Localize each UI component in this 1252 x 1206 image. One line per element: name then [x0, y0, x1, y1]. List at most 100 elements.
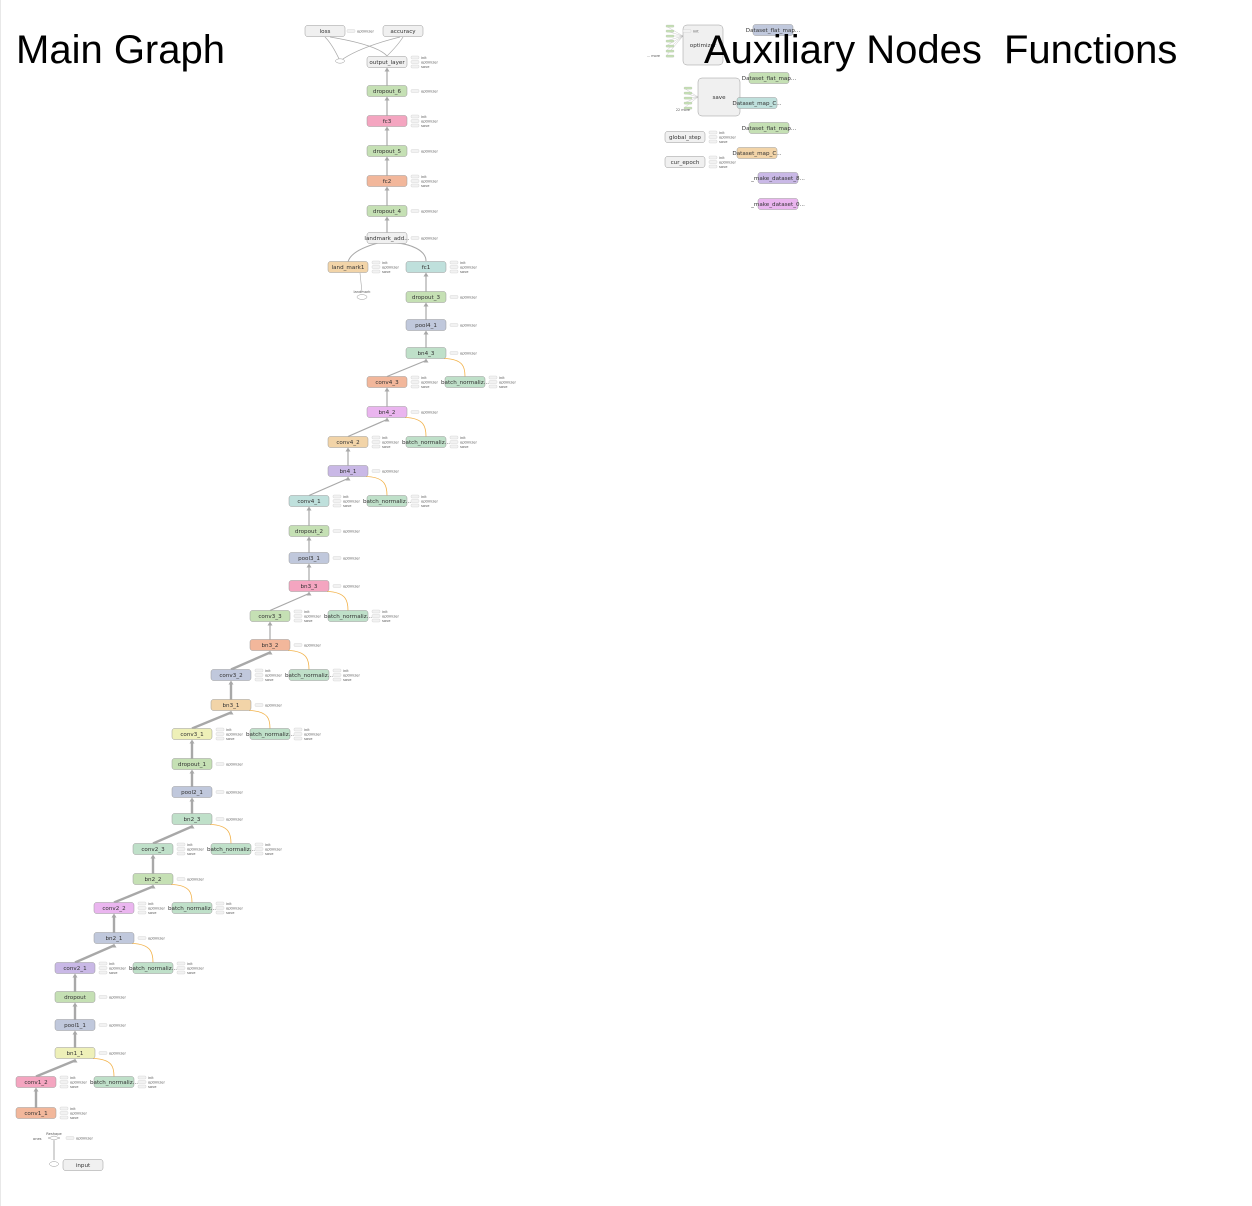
node-batch-norm-box[interactable] — [171, 902, 213, 914]
node-conv4-2-box[interactable] — [327, 436, 369, 448]
node-dropout-2-box[interactable] — [288, 525, 330, 537]
node-fn2[interactable]: Dataset_map_C... — [732, 97, 782, 109]
node-conv3-3[interactable]: conv3_3 — [249, 610, 291, 622]
node-dropout-5[interactable]: dropout_5 — [366, 145, 408, 157]
node-fc3[interactable]: fc3 — [366, 115, 408, 127]
node-bn2-1[interactable]: bn2_1 — [93, 932, 135, 944]
node-fn2-box[interactable] — [736, 97, 778, 109]
node-conv1-2[interactable]: conv1_2 — [15, 1076, 57, 1088]
node-dropout-6-box[interactable] — [366, 85, 408, 97]
node-dropout-3[interactable]: dropout_3 — [405, 291, 447, 303]
node-conv4-1-box[interactable] — [288, 495, 330, 507]
node-fn7-box[interactable] — [757, 198, 799, 210]
node-conv2-3[interactable]: conv2_3 — [132, 843, 174, 855]
node-batch-norm-box[interactable] — [210, 843, 252, 855]
node-dropout-1-box[interactable] — [171, 758, 213, 770]
node-bn3-2[interactable]: bn3_2 — [249, 639, 291, 651]
node-bn2-3-box[interactable] — [171, 813, 213, 825]
node-input-box[interactable] — [62, 1159, 104, 1171]
node-land-mark1-box[interactable] — [327, 261, 369, 273]
node-conv3-2[interactable]: conv3_2 — [210, 669, 252, 681]
node-conv4-3-box[interactable] — [366, 376, 408, 388]
node-fc2-box[interactable] — [366, 175, 408, 187]
node-conv1-1-box[interactable] — [15, 1107, 57, 1119]
node-input[interactable]: input — [62, 1159, 104, 1171]
node-batch-normalization-2[interactable]: batch_normaliz... — [402, 436, 450, 448]
node-global-step[interactable]: global_step — [664, 131, 706, 143]
node-conv2-2-box[interactable] — [93, 902, 135, 914]
node-pool1-1-box[interactable] — [54, 1019, 96, 1031]
node-batch-norm-box[interactable] — [249, 728, 291, 740]
node-conv3-1-box[interactable] — [171, 728, 213, 740]
node-bn4-1[interactable]: bn4_1 — [327, 465, 369, 477]
node-batch-normalization-1[interactable]: batch_normaliz... — [441, 376, 489, 388]
node-dropout-5-box[interactable] — [366, 145, 408, 157]
aux-save-box[interactable] — [697, 77, 741, 117]
node-batch-normalization-8[interactable]: batch_normaliz... — [168, 902, 216, 914]
node-output-layer-box[interactable] — [366, 56, 408, 68]
node-bn3-3-box[interactable] — [288, 580, 330, 592]
node-loss[interactable]: loss — [304, 25, 346, 37]
node-dropout-3-box[interactable] — [405, 291, 447, 303]
node-cur-epoch-box[interactable] — [664, 156, 706, 168]
node-conv2-2[interactable]: conv2_2 — [93, 902, 135, 914]
node-dropout-4-box[interactable] — [366, 205, 408, 217]
node-fc1-box[interactable] — [405, 261, 447, 273]
node-dropout-box[interactable] — [54, 991, 96, 1003]
node-fc3-box[interactable] — [366, 115, 408, 127]
node-conv2-1-box[interactable] — [54, 962, 96, 974]
node-conv4-3[interactable]: conv4_3 — [366, 376, 408, 388]
node-bn1-1[interactable]: bn1_1 — [54, 1047, 96, 1059]
node-dropout[interactable]: dropout — [54, 991, 96, 1003]
node-pool3-1-box[interactable] — [288, 552, 330, 564]
node-accuracy[interactable]: accuracy — [382, 25, 424, 37]
node-batch-norm-box[interactable] — [327, 610, 369, 622]
node-conv2-3-box[interactable] — [132, 843, 174, 855]
node-bn1-1-box[interactable] — [54, 1047, 96, 1059]
node-pool1-1[interactable]: pool1_1 — [54, 1019, 96, 1031]
node-pool2-1[interactable]: pool2_1 — [171, 786, 213, 798]
node-dropout-2[interactable]: dropout_2 — [288, 525, 330, 537]
node-fn1-box[interactable] — [752, 24, 794, 36]
node-fn4[interactable]: Dataset_flat_map... — [742, 122, 797, 134]
node-pool4-1[interactable]: pool4_1 — [405, 319, 447, 331]
node-batch-normalization-3[interactable]: batch_normaliz... — [363, 495, 411, 507]
node-batch-normalization-6[interactable]: batch_normaliz... — [246, 728, 294, 740]
node-land-mark1[interactable]: land_mark1 — [327, 261, 369, 273]
aux-optimizer-box[interactable] — [682, 24, 724, 66]
node-fn3-box[interactable] — [748, 72, 790, 84]
node-bn3-1-box[interactable] — [210, 699, 252, 711]
node-loss-box[interactable] — [304, 25, 346, 37]
node-fn6-box[interactable] — [757, 172, 799, 184]
node-bn2-3[interactable]: bn2_3 — [171, 813, 213, 825]
node-batch-norm-box[interactable] — [288, 669, 330, 681]
node-fc1[interactable]: fc1 — [405, 261, 447, 273]
node-bn2-1-box[interactable] — [93, 932, 135, 944]
node-bn4-2[interactable]: bn4_2 — [366, 406, 408, 418]
node-bn3-3[interactable]: bn3_3 — [288, 580, 330, 592]
node-fc2[interactable]: fc2 — [366, 175, 408, 187]
node-cur-epoch[interactable]: cur_epoch — [664, 156, 706, 168]
node-fn3[interactable]: Dataset_flat_map... — [742, 72, 797, 84]
node-accuracy-box[interactable] — [382, 25, 424, 37]
node-dropout-4[interactable]: dropout_4 — [366, 205, 408, 217]
node-bn3-2-box[interactable] — [249, 639, 291, 651]
node-bn4-1-box[interactable] — [327, 465, 369, 477]
node-conv4-2[interactable]: conv4_2 — [327, 436, 369, 448]
node-pool3-1[interactable]: pool3_1 — [288, 552, 330, 564]
node-batch-norm-box[interactable] — [405, 436, 447, 448]
node-conv3-3-box[interactable] — [249, 610, 291, 622]
node-fn7[interactable]: _make_dataset_0... — [750, 198, 805, 210]
node-pool2-1-box[interactable] — [171, 786, 213, 798]
node-output-layer[interactable]: output_layer — [366, 56, 408, 68]
node-batch-norm-box[interactable] — [93, 1076, 135, 1088]
node-bn4-3-box[interactable] — [405, 347, 447, 359]
node-bn4-2-box[interactable] — [366, 406, 408, 418]
node-conv1-1[interactable]: conv1_1 — [15, 1107, 57, 1119]
node-fn4-box[interactable] — [748, 122, 790, 134]
node-batch-normalization-9[interactable]: batch_normaliz... — [129, 962, 177, 974]
node-batch-norm-box[interactable] — [132, 962, 174, 974]
node-fn5-box[interactable] — [736, 147, 778, 159]
node-bn2-2[interactable]: bn2_2 — [132, 873, 174, 885]
